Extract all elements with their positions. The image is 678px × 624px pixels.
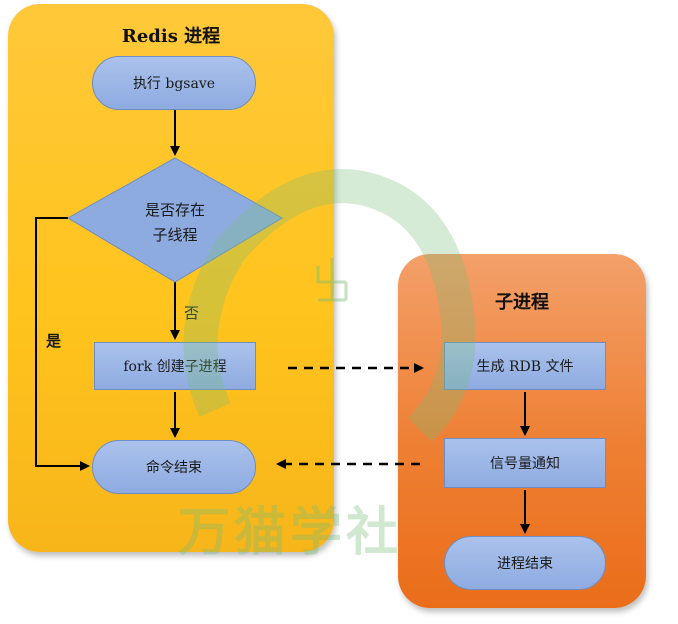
command-end-node: 命令结束 bbox=[92, 440, 256, 494]
arrow-check-yes-to-end bbox=[35, 217, 90, 471]
exec-bgsave-node: 执行 bgsave bbox=[92, 56, 256, 110]
decision-label-line2: 子线程 bbox=[152, 226, 198, 244]
decision-diamond bbox=[67, 157, 283, 283]
yes-branch-label: 是 bbox=[46, 332, 62, 350]
fork-child-node: fork 创建子进程 bbox=[94, 342, 256, 390]
no-branch-label: 否 bbox=[184, 304, 200, 322]
decision-label-line1: 是否存在 bbox=[144, 201, 205, 219]
decision-label: 是否存在 子线程 bbox=[120, 198, 230, 248]
redis-panel-title: Redis 进程 bbox=[121, 26, 221, 47]
generate-rdb-node: 生成 RDB 文件 bbox=[444, 342, 606, 390]
process-end-node: 进程结束 bbox=[444, 536, 606, 590]
watermark-text: 万猫学社 bbox=[178, 503, 403, 563]
signal-notify-node: 信号量通知 bbox=[444, 438, 606, 488]
child-panel-title: 子进程 bbox=[495, 292, 549, 313]
